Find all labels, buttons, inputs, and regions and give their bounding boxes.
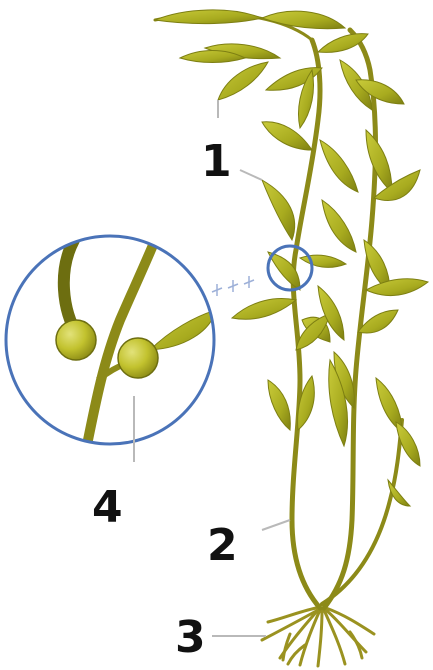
pneumatocyst-bulb	[56, 320, 96, 360]
pneumatocyst-bulb	[118, 338, 158, 378]
magnifier-connector	[212, 276, 254, 296]
magnifier-circle	[6, 236, 216, 450]
callout-label-1: 1	[201, 136, 232, 187]
kelp-leaves	[155, 10, 428, 506]
callout-label-4: 4	[92, 482, 123, 533]
holdfast	[262, 608, 374, 666]
callout-label-2: 2	[207, 520, 238, 571]
callout-label-3: 3	[175, 612, 206, 663]
